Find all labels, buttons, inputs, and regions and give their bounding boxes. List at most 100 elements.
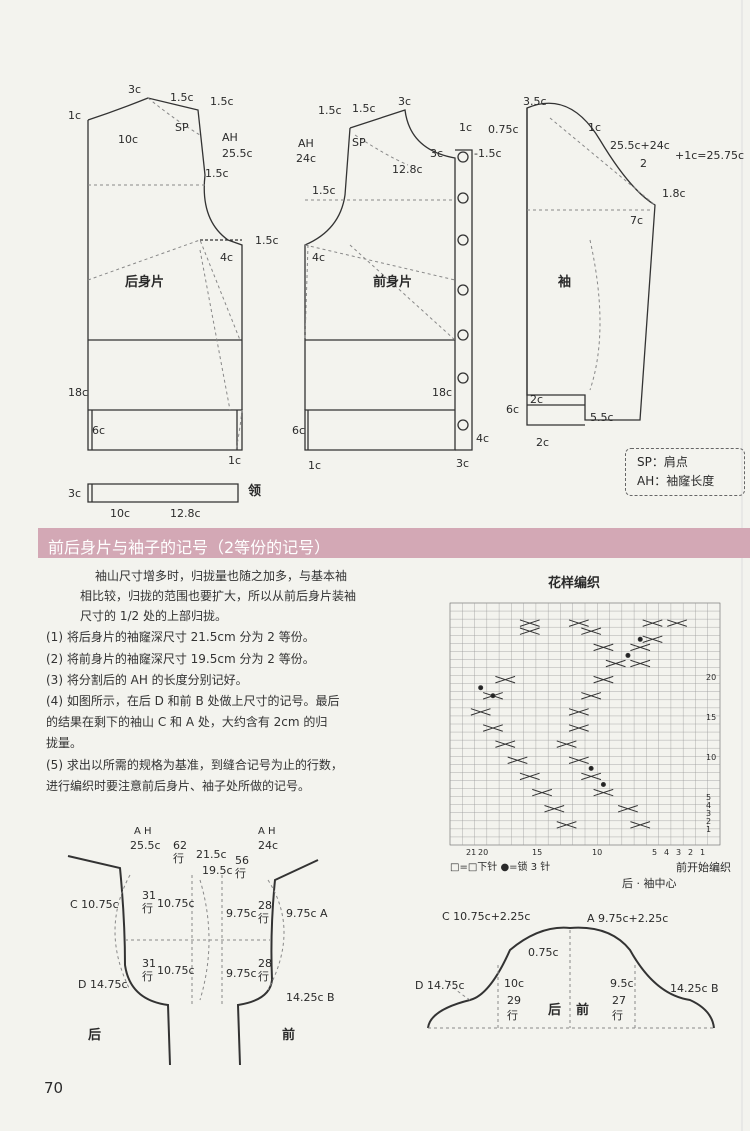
cross-stitch-symbol: [630, 821, 651, 829]
arm-rows-28: 28: [258, 899, 272, 912]
step-3: (3) 将分割后的 AH 的长度分别记好。: [46, 673, 248, 687]
front-4c-label: 4c: [312, 251, 326, 264]
back-1c-label: 1c: [68, 109, 82, 122]
back-ah-value: 25.5c: [222, 147, 253, 160]
front-ah-value: 24c: [296, 152, 317, 165]
knit-center-note: 后 · 袖中心: [622, 877, 677, 890]
arm-b-label: 14.25c B: [286, 991, 335, 1004]
step-1: (1) 将后身片的袖窿深尺寸 21.5cm 分为 2 等份。: [46, 630, 315, 644]
arm-rows-28: 28: [258, 957, 272, 970]
knit-col-number: 20: [478, 848, 489, 857]
knit-row-number: 3: [706, 809, 712, 818]
arm-ah-left-label: A H: [134, 826, 152, 837]
cross-stitch-symbol: [568, 619, 589, 627]
sleeve-title: 袖: [558, 275, 572, 290]
front-sp-label: SP: [352, 136, 366, 149]
back-4c-label: 4c: [220, 251, 234, 264]
arm-front-label: 前: [282, 1028, 296, 1043]
sleeve-2c-label: 2c: [536, 436, 550, 449]
cross-stitch-symbol: [667, 619, 688, 627]
arm-c-label: C 10.75c: [70, 898, 119, 911]
front-4c-label: 4c: [476, 432, 490, 445]
front-1c-label: 1c: [308, 459, 322, 472]
arm-ah-right-value: 24c: [258, 839, 279, 852]
legend-ah: AH：袖窿长度: [637, 474, 715, 488]
cross-stitch-symbol: [519, 619, 540, 627]
front-body-pattern: [304, 109, 473, 451]
knit-chart-legend: □=□下针 ●=锁 3 针: [450, 862, 551, 873]
cap-front-label: 前: [576, 1003, 590, 1018]
cross-stitch-symbol: [642, 619, 663, 627]
armhole-diagram: [67, 855, 319, 1066]
knit-col-number: 3: [676, 848, 682, 857]
sleeve-55c-label: 5.5c: [590, 411, 614, 424]
cap-075c-label: 0.75c: [528, 946, 559, 959]
arm-rows-31: 31: [142, 889, 156, 902]
sleeve-formula-top: 25.5c+24c: [610, 139, 670, 152]
back-sp-label: SP: [175, 121, 189, 134]
sleeve-1c-label: 1c: [588, 121, 602, 134]
back-18c-label: 18c: [68, 386, 89, 399]
intro-line-1: 袖山尺寸增多时，归拢量也随之加多，与基本袖: [95, 569, 348, 583]
sleeve-075c-label: 0.75c: [488, 123, 519, 136]
arm-215c-label: 21.5c: [196, 848, 227, 861]
back-10c-label: 10c: [118, 133, 139, 146]
knit-row-number: 15: [706, 713, 717, 722]
cross-stitch-symbol: [568, 724, 589, 732]
sleeve-35c-label: 3.5c: [523, 95, 547, 108]
step-2: (2) 将前身片的袖窿深尺寸 19.5cm 分为 2 等份。: [46, 652, 315, 666]
front-6c-label: 6c: [292, 424, 306, 437]
page-number: 70: [44, 1079, 64, 1097]
front-18c-label: 18c: [432, 386, 453, 399]
chain-stitch-dot: [478, 685, 484, 691]
cross-stitch-symbol: [519, 772, 540, 781]
chain-stitch-dot: [588, 765, 594, 771]
placket-buttons: [457, 151, 469, 431]
back-ah-label: AH: [222, 131, 238, 144]
step-4-cont: 拢量。: [46, 736, 83, 750]
back-3c-label: 3c: [128, 83, 142, 96]
knit-chart-lines: [450, 603, 720, 845]
arm-back-label: 后: [88, 1028, 102, 1043]
sleeve-6c-label: 6c: [506, 403, 520, 416]
knit-chart-symbols: [470, 619, 688, 829]
back-15c-label: 1.5c: [205, 167, 229, 180]
step-5: (5) 求出以所需的规格为基准，到缝合记号为止的行数，: [46, 758, 343, 772]
sleeve-formula-right: +1c=25.75c: [675, 149, 745, 162]
arm-ah-left-value: 25.5c: [130, 839, 161, 852]
cap-b-label: 14.25c B: [670, 982, 719, 995]
front-ah-label: AH: [298, 137, 314, 150]
back-1c-label: 1c: [228, 454, 242, 467]
sleeve-pattern: [526, 102, 656, 426]
front-minus15c-label: -1.5c: [474, 147, 502, 160]
section-banner: [38, 528, 750, 558]
cross-stitch-symbol: [630, 659, 651, 668]
front-3c-label: 3c: [398, 95, 412, 108]
cap-d-label: D 14.75c: [415, 979, 465, 992]
step-4-cont: 的结果在剩下的袖山 C 和 A 处，大约含有 2cm 的归: [46, 715, 328, 729]
front-1c-label: 1c: [459, 121, 473, 134]
cross-stitch-symbol: [544, 804, 565, 813]
knit-row-number: 1: [706, 825, 712, 834]
collar-pattern: [87, 483, 239, 503]
cross-stitch-symbol: [605, 659, 626, 668]
cap-rows-unit: 行: [612, 1009, 623, 1022]
arm-rows-unit: 行: [142, 970, 153, 983]
arm-rows-unit: 行: [258, 970, 269, 983]
arm-rows-unit: 行: [142, 902, 153, 915]
cross-stitch-symbol: [556, 821, 577, 829]
front-3c-label: 3c: [456, 457, 470, 470]
cross-stitch-symbol: [630, 643, 651, 652]
cross-stitch-symbol: [495, 675, 516, 684]
front-15c-label: 1.5c: [352, 102, 376, 115]
step-4: (4) 如图所示，在后 D 和前 B 处做上尺寸的记号。最后: [46, 694, 340, 708]
cross-stitch-symbol: [593, 643, 614, 652]
collar-title: 领: [248, 484, 262, 499]
knit-col-number: 10: [592, 848, 603, 857]
arm-1075c-label: 10.75c: [157, 897, 195, 910]
cross-stitch-symbol: [568, 708, 589, 716]
cross-stitch-symbol: [617, 804, 638, 813]
arm-975c-label: 9.75c: [226, 967, 257, 980]
cross-stitch-symbol: [519, 627, 540, 635]
